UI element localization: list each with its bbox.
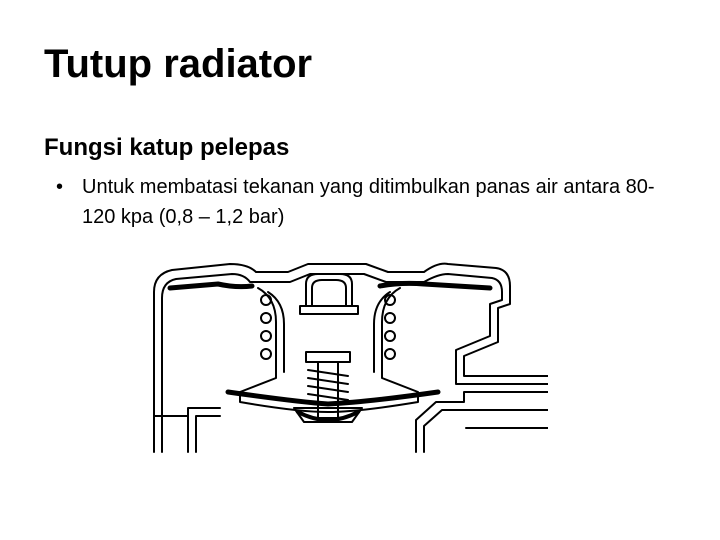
bullet-dot: •: [56, 176, 64, 198]
bullet-list: • Untuk membatasi tekanan yang ditimbulk…: [56, 172, 676, 232]
cap-center-plate: [299, 273, 359, 315]
filler-neck-outline: [153, 262, 549, 453]
bullet-text: Untuk membatasi tekanan yang ditimbulkan…: [82, 176, 655, 228]
radiator-cap-diagram-icon: [153, 262, 549, 453]
slide-title: Tutup radiator: [44, 42, 313, 86]
lower-seal: [225, 389, 441, 407]
radiator-cap-figure: [148, 252, 549, 462]
upper-seal: [377, 280, 493, 291]
bullet-item: • Untuk membatasi tekanan yang ditimbulk…: [56, 172, 676, 232]
slide-subtitle: Fungsi katup pelepas: [44, 134, 290, 161]
spring-coils-right: [384, 294, 396, 360]
upper-seal: [167, 281, 255, 291]
vacuum-valve: [293, 351, 363, 423]
spring-coils-left: [260, 294, 272, 360]
